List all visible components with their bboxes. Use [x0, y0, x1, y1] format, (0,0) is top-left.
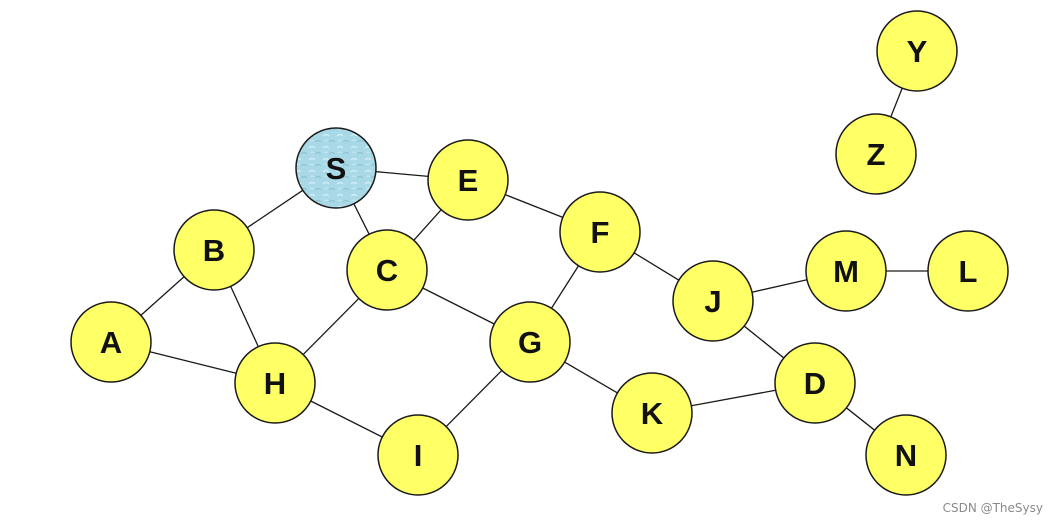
node-circle	[489, 301, 571, 383]
edges-layer	[140, 87, 928, 438]
edge-s-e	[375, 170, 429, 178]
node-label: K	[641, 396, 664, 431]
edge-k-d	[691, 389, 776, 407]
nodes-layer: S E B C A H I F G K J M L D N Y Z	[70, 10, 1009, 496]
node-label: C	[376, 253, 398, 288]
node-d: D	[774, 342, 856, 424]
edge-s-c	[353, 203, 370, 235]
node-circle	[805, 230, 887, 312]
node-y: Y	[876, 10, 958, 92]
node-circle	[672, 260, 754, 342]
edge-e-f	[504, 194, 564, 218]
node-label: Z	[867, 137, 886, 172]
edge-i-g	[445, 369, 503, 428]
edge-f-j	[633, 252, 680, 281]
node-label: S	[326, 151, 347, 186]
node-label: N	[895, 438, 917, 473]
node-label: Y	[907, 34, 928, 69]
edge-c-h	[302, 297, 360, 356]
node-label: I	[414, 438, 423, 473]
node-l: L	[927, 230, 1009, 312]
edge-c-g	[422, 287, 495, 325]
edge-b-h	[230, 286, 259, 347]
node-label: L	[959, 254, 978, 289]
node-label: F	[591, 215, 610, 250]
edge-h-i	[310, 400, 383, 438]
node-circle	[377, 414, 459, 496]
node-label: G	[518, 325, 542, 360]
node-circle	[927, 230, 1009, 312]
node-e: E	[427, 139, 509, 221]
node-k: K	[611, 372, 693, 454]
node-i: I	[377, 414, 459, 496]
node-c: C	[346, 229, 428, 311]
edge-b-a	[140, 276, 185, 316]
node-g: G	[489, 301, 571, 383]
node-label: A	[100, 325, 122, 360]
node-f: F	[559, 191, 641, 273]
node-circle	[295, 127, 377, 209]
edge-d-n	[845, 407, 876, 431]
edge-y-z	[890, 87, 903, 118]
edge-f-g	[550, 265, 580, 309]
node-circle	[346, 229, 428, 311]
node-circle	[173, 209, 255, 291]
node-label: D	[804, 366, 826, 401]
node-z: Z	[835, 113, 917, 195]
edge-e-c	[413, 209, 442, 241]
node-m: M	[805, 230, 887, 312]
watermark: CSDN @TheSysy	[942, 501, 1043, 515]
node-label: H	[264, 366, 286, 401]
node-label: B	[203, 233, 225, 268]
node-circle	[835, 113, 917, 195]
node-circle	[865, 414, 947, 496]
node-circle	[234, 342, 316, 424]
node-circle	[427, 139, 509, 221]
node-circle	[559, 191, 641, 273]
node-b: B	[173, 209, 255, 291]
edge-a-h	[149, 351, 237, 374]
node-a: A	[70, 301, 152, 383]
edge-g-k	[564, 361, 618, 394]
node-label: J	[704, 284, 721, 319]
node-circle	[611, 372, 693, 454]
node-j: J	[672, 260, 754, 342]
node-circle	[70, 301, 152, 383]
edge-j-m	[751, 279, 808, 293]
node-circle	[774, 342, 856, 424]
node-h: H	[234, 342, 316, 424]
node-s: S	[295, 127, 377, 209]
node-label: M	[833, 254, 859, 289]
node-n: N	[865, 414, 947, 496]
node-label: E	[458, 163, 479, 198]
node-circle	[876, 10, 958, 92]
edge-s-b	[246, 189, 304, 229]
edge-j-d	[743, 325, 785, 359]
